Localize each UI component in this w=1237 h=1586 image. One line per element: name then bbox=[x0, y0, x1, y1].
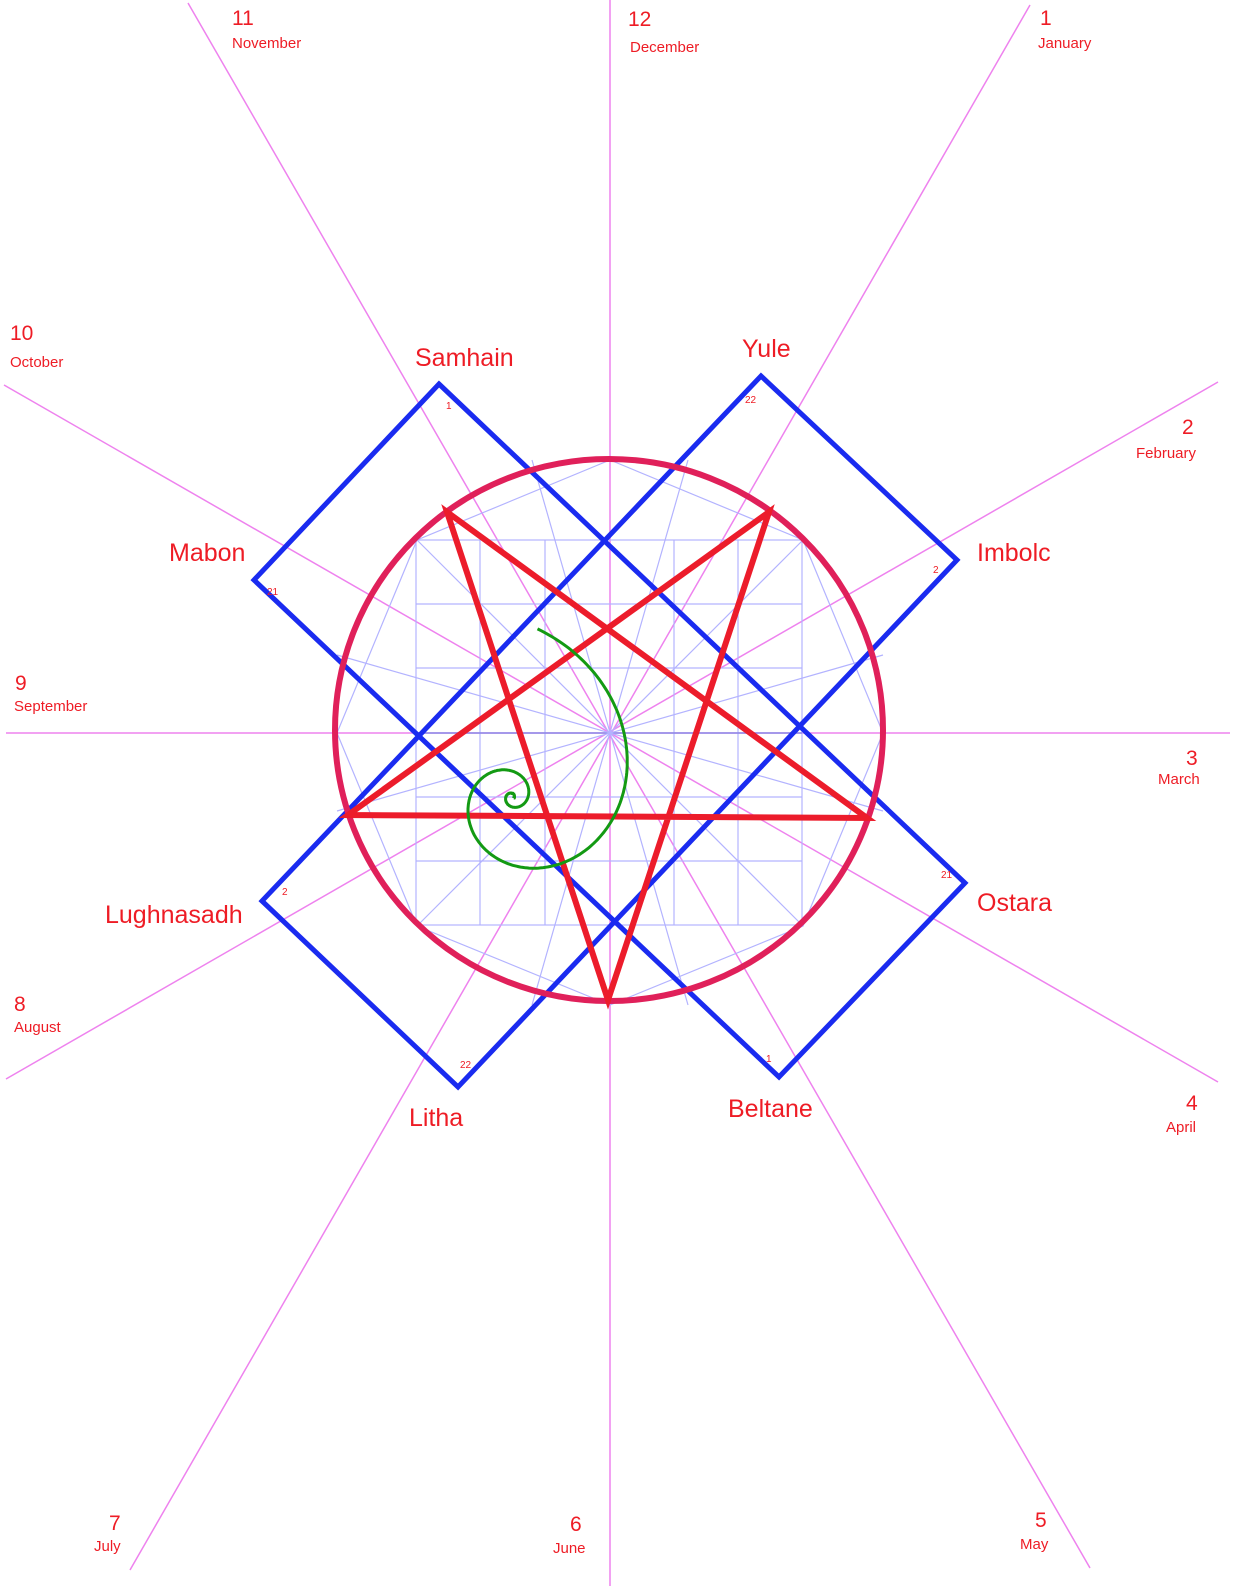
month-number-3: 3 bbox=[1186, 747, 1198, 770]
month-number-7: 7 bbox=[109, 1512, 121, 1535]
day-lughnasadh: 2 bbox=[282, 887, 288, 898]
sabbat-yule: Yule bbox=[742, 335, 791, 363]
inverted-pentagram bbox=[338, 504, 877, 1010]
month-name-8: August bbox=[14, 1019, 62, 1036]
sabbat-mabon: Mabon bbox=[169, 539, 245, 567]
day-litha: 22 bbox=[460, 1060, 472, 1071]
day-imbolc: 2 bbox=[933, 565, 939, 576]
month-name-1: January bbox=[1038, 35, 1092, 52]
sabbat-litha: Litha bbox=[409, 1104, 463, 1132]
month-name-10: October bbox=[10, 354, 63, 371]
month-rays bbox=[3, 0, 1230, 1586]
month-number-6: 6 bbox=[570, 1513, 582, 1536]
day-samhain: 1 bbox=[446, 401, 452, 412]
month-number-10: 10 bbox=[10, 322, 33, 345]
sabbat-imbolc: Imbolc bbox=[977, 539, 1051, 567]
month-number-9: 9 bbox=[15, 672, 27, 695]
inner-octagon bbox=[336, 459, 884, 1006]
month-name-3: March bbox=[1158, 771, 1200, 788]
sabbat-lughnasadh: Lughnasadh bbox=[105, 901, 243, 929]
octagram-square-b bbox=[258, 372, 961, 1091]
sabbat-day-labels: 1 22 2 21 1 22 2 21 bbox=[267, 395, 953, 1071]
octagram bbox=[250, 372, 969, 1091]
day-ostara: 21 bbox=[941, 870, 953, 881]
month-number-5: 5 bbox=[1035, 1509, 1047, 1532]
month-ray-11-5 bbox=[187, 2, 1091, 1569]
month-number-4: 4 bbox=[1186, 1092, 1198, 1115]
month-number-11: 11 bbox=[232, 7, 254, 30]
month-number-1: 1 bbox=[1040, 7, 1052, 30]
month-name-12: December bbox=[630, 39, 699, 56]
month-name-6: June bbox=[553, 1540, 586, 1557]
day-mabon: 21 bbox=[267, 587, 279, 598]
sabbat-beltane: Beltane bbox=[728, 1095, 813, 1123]
grid-diagonal bbox=[336, 654, 884, 812]
month-name-2: February bbox=[1136, 445, 1197, 462]
month-name-11: November bbox=[232, 35, 301, 52]
octagram-square-a bbox=[250, 380, 969, 1081]
month-ray-1-7 bbox=[129, 4, 1031, 1571]
day-beltane: 1 bbox=[766, 1054, 772, 1065]
sabbat-samhain: Samhain bbox=[415, 344, 514, 372]
sabbat-ostara: Ostara bbox=[977, 889, 1052, 917]
day-yule: 22 bbox=[745, 395, 757, 406]
sabbat-labels: Samhain Yule Imbolc Ostara Beltane Litha… bbox=[105, 335, 1052, 1132]
month-number-8: 8 bbox=[14, 993, 26, 1016]
month-number-12: 12 bbox=[628, 8, 651, 31]
golden-spiral bbox=[466, 627, 629, 870]
month-name-7: July bbox=[94, 1538, 121, 1555]
month-name-9: September bbox=[14, 698, 87, 715]
month-name-4: April bbox=[1166, 1119, 1196, 1136]
month-number-2: 2 bbox=[1182, 416, 1194, 439]
month-labels: 1 January 2 February 3 March 4 April 5 M… bbox=[10, 7, 1200, 1557]
month-name-5: May bbox=[1020, 1536, 1049, 1553]
